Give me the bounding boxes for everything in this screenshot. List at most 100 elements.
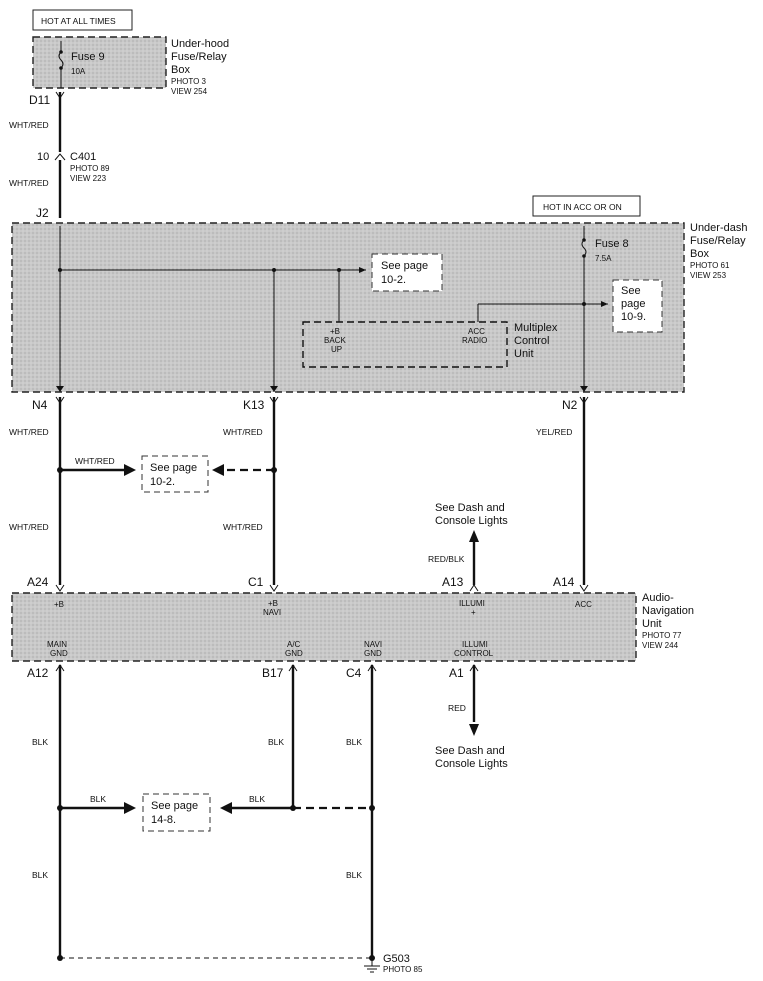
anu-name-1: Audio- bbox=[642, 592, 674, 604]
wire-color-c401: WHT/RED bbox=[9, 178, 49, 188]
anu-terminal-acc: ACC bbox=[575, 600, 592, 609]
terminal-a14 bbox=[579, 584, 589, 592]
anu-terminal-ctrl-2: CONTROL bbox=[454, 649, 494, 658]
mcu-name-1: Multiplex bbox=[514, 322, 558, 334]
pin-j2: J2 bbox=[36, 206, 49, 220]
hot-at-all-times-label-box bbox=[32, 9, 133, 31]
c401-name: C401 bbox=[70, 151, 96, 163]
connector-c401-symbol bbox=[54, 153, 66, 161]
ref-box-10-9 bbox=[612, 279, 663, 333]
wire-color-a13: RED/BLK bbox=[428, 554, 465, 564]
anu-terminal-illumi-2: + bbox=[471, 608, 476, 617]
underdash-fuse-box bbox=[11, 222, 685, 393]
hot-at-all-times-label: HOT AT ALL TIMES bbox=[41, 16, 116, 26]
wire-color-n2: YEL/RED bbox=[536, 427, 572, 437]
pin-n2: N2 bbox=[562, 398, 578, 412]
fuse-9-symbol bbox=[58, 41, 64, 88]
ref-box-10-2-mid bbox=[141, 455, 209, 493]
pin-k13: K13 bbox=[243, 398, 265, 412]
arrowhead-gnd-mid bbox=[220, 802, 232, 814]
anu-terminal-main-2: GND bbox=[50, 649, 68, 658]
ref-10-2-mid-line2: 10-2. bbox=[150, 476, 175, 488]
ref-14-8-line1: See page bbox=[151, 800, 198, 812]
anu-name-3: Unit bbox=[642, 618, 662, 630]
anu-terminal-main-1: MAIN bbox=[47, 640, 67, 649]
anu-terminal-navigd-2: GND bbox=[364, 649, 382, 658]
arrowhead-gnd-left bbox=[124, 802, 136, 814]
underdash-box-view: VIEW 253 bbox=[690, 271, 727, 280]
wire-color-lower-left: BLK bbox=[32, 870, 48, 880]
ref-10-9-line2: page bbox=[621, 298, 645, 310]
wire-color-a12: BLK bbox=[32, 737, 48, 747]
underhood-fuse-box bbox=[32, 36, 167, 89]
ground-photo: PHOTO 85 bbox=[383, 965, 423, 974]
audio-navigation-unit bbox=[11, 592, 637, 662]
wire-color-b17: BLK bbox=[268, 737, 284, 747]
pin-c4: C4 bbox=[346, 666, 362, 680]
wire-color-d11: WHT/RED bbox=[9, 120, 49, 130]
arrowhead-mid-ref bbox=[212, 464, 224, 476]
ref-10-2-upper-line1: See page bbox=[381, 260, 428, 272]
ground-name: G503 bbox=[383, 953, 410, 965]
pin-b17: B17 bbox=[262, 666, 284, 680]
underdash-box-name-3: Box bbox=[690, 248, 709, 260]
wire-color-gnd-left-branch: BLK bbox=[90, 794, 106, 804]
underhood-box-view: VIEW 254 bbox=[171, 87, 208, 96]
anu-terminal-navigd-1: NAVI bbox=[364, 640, 382, 649]
mcu-pin-b-3: UP bbox=[331, 345, 342, 354]
ref-10-9-line1: See bbox=[621, 285, 641, 297]
anu-photo: PHOTO 77 bbox=[642, 631, 682, 640]
wire-color-a1: RED bbox=[448, 703, 466, 713]
pin-c1: C1 bbox=[248, 575, 264, 589]
anu-terminal-ac-1: A/C bbox=[287, 640, 301, 649]
mcu-pin-b-1: +B bbox=[330, 327, 340, 336]
c401-pin: 10 bbox=[37, 151, 49, 163]
anu-terminal-navi-2: NAVI bbox=[263, 608, 281, 617]
mcu-name-2: Control bbox=[514, 335, 549, 347]
pin-n4: N4 bbox=[32, 398, 48, 412]
underhood-box-name-3: Box bbox=[171, 64, 190, 76]
wire-color-gnd-mid-branch: BLK bbox=[249, 794, 265, 804]
ref-box-10-2-upper bbox=[371, 253, 443, 292]
pin-a12: A12 bbox=[27, 666, 49, 680]
terminal-a13 bbox=[469, 584, 479, 592]
fuse-8-name: Fuse 8 bbox=[595, 238, 629, 250]
pin-a14: A14 bbox=[553, 575, 575, 589]
arrowhead-left-ref bbox=[124, 464, 136, 476]
dash-lights-upper-1: See Dash and bbox=[435, 502, 505, 514]
anu-terminal-navi-1: +B bbox=[268, 599, 278, 608]
pin-a13: A13 bbox=[442, 575, 464, 589]
mcu-pin-b-2: BACK bbox=[324, 336, 346, 345]
underdash-box-photo: PHOTO 61 bbox=[690, 261, 730, 270]
hot-in-acc-label: HOT IN ACC OR ON bbox=[543, 202, 622, 212]
pin-d11: D11 bbox=[29, 93, 50, 107]
wire-color-c1: WHT/RED bbox=[223, 522, 263, 532]
fuse-8-rating: 7.5A bbox=[595, 254, 612, 263]
arrowhead-a1-down bbox=[469, 724, 479, 736]
anu-terminal-b: +B bbox=[54, 600, 64, 609]
ground-symbol bbox=[364, 958, 380, 973]
anu-terminal-ctrl-1: ILLUMI bbox=[462, 640, 488, 649]
dash-lights-lower-1: See Dash and bbox=[435, 745, 505, 757]
mcu-pin-acc-1: ACC bbox=[468, 327, 485, 336]
mcu-name-3: Unit bbox=[514, 348, 534, 360]
mcu-pin-acc-2: RADIO bbox=[462, 336, 487, 345]
underhood-box-name-2: Fuse/Relay bbox=[171, 51, 227, 63]
underdash-internal-wiring bbox=[56, 226, 608, 392]
underdash-box-name-2: Fuse/Relay bbox=[690, 235, 746, 247]
wire-color-n4: WHT/RED bbox=[9, 427, 49, 437]
dash-lights-upper-2: Console Lights bbox=[435, 515, 508, 527]
underhood-box-name-1: Under-hood bbox=[171, 38, 229, 50]
terminal-c1 bbox=[269, 584, 279, 592]
c401-view: VIEW 223 bbox=[70, 174, 107, 183]
arrowhead-a13-up bbox=[469, 530, 479, 542]
anu-view: VIEW 244 bbox=[642, 641, 679, 650]
anu-name-2: Navigation bbox=[642, 605, 694, 617]
wire-color-mid-branch: WHT/RED bbox=[75, 456, 115, 466]
pin-a24: A24 bbox=[27, 575, 49, 589]
anu-terminal-ac-2: GND bbox=[285, 649, 303, 658]
terminal-a24 bbox=[55, 584, 65, 592]
wire-color-k13: WHT/RED bbox=[223, 427, 263, 437]
hot-in-acc-label-box bbox=[532, 195, 641, 217]
